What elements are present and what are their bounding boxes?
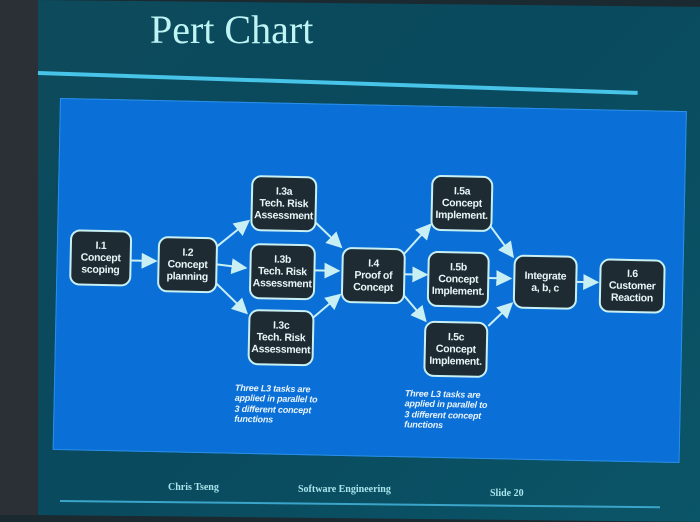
footer-course: Software Engineering (298, 484, 391, 495)
node-1-3b-tech-risk: I.3b Tech. Risk Assessment (249, 243, 316, 300)
node-1-3c-tech-risk: I.3c Tech. Risk Assessment (247, 309, 314, 366)
note-l3-tasks-left: Three L3 tasks are applied in parallel t… (234, 383, 317, 426)
node-1-6-customer-reaction: I.6 Customer Reaction (599, 258, 666, 313)
node-1-5b-concept-implement: I.5b Concept Implement. (427, 251, 490, 308)
node-1-5a-concept-implement: I.5a Concept Implement. (430, 175, 493, 232)
screen-bezel (0, 0, 38, 515)
note-l3-tasks-right: Three L3 tasks are applied in parallel t… (404, 388, 487, 431)
node-1-3a-tech-risk: I.3a Tech. Risk Assessment (250, 175, 317, 232)
slide-title: Pert Chart (150, 6, 313, 53)
node-1-4-proof-of-concept: I.4 Proof of Concept (341, 247, 406, 304)
node-1-2-concept-planning: I.2 Concept planning (157, 236, 218, 293)
node-1-1-concept-scoping: I.1 Concept scoping (69, 229, 132, 286)
footer-author: Chris Tseng (168, 482, 219, 493)
node-integrate-abc: Integrate a, b, c (513, 255, 578, 310)
footer-slide-number: Slide 20 (490, 488, 524, 499)
node-1-5c-concept-implement: I.5c Concept Implement. (423, 321, 488, 378)
pert-diagram: I.1 Concept scoping I.2 Concept planning… (53, 98, 687, 463)
